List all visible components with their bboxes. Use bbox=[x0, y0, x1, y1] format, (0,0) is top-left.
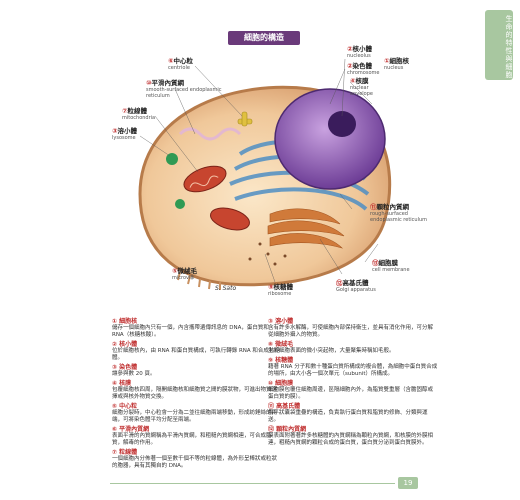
definition-heading: ④ 核膜 bbox=[112, 380, 132, 387]
definition-text: 藉著 RNA 分子和數十種蛋白質所構成的複合體，為細胞中蛋白質合成的場所，由大小… bbox=[268, 364, 438, 377]
definition-heading: ③ 溶小體 bbox=[268, 318, 294, 325]
label-centriole: ⑥中心粒 centriole bbox=[168, 57, 194, 71]
definition-heading: ⑦ 粒線體 bbox=[112, 449, 138, 456]
label-nuclear-envelope: ④核膜 nuclear envelope bbox=[350, 77, 373, 97]
centriole-shape bbox=[237, 111, 253, 127]
label-smooth-er: ⑩平滑內質網 smooth-surfaced endoplasmic retic… bbox=[146, 79, 222, 99]
definition-text: 生於細胞表面的微小突起物，大量聚集時稱如毛般。 bbox=[268, 348, 395, 354]
page-number: 19 bbox=[398, 477, 418, 489]
label-lysosome: ③溶小體 lysosome bbox=[112, 127, 138, 141]
definition-text: 一個細胞內分佈著一個至數千個不等的粒線體，為外形呈棒狀或粒狀的胞器，具有其獨自的… bbox=[112, 456, 278, 469]
definition-item: ⑩ 細胞膜細胞膜包覆住細胞周邊，區隔細胞內外，為脂質雙重層（含膽固醇或蛋白質的膜… bbox=[268, 380, 438, 401]
definitions-right: ③ 溶小體含有許多水解酶，可使細胞內部保持衛生，並具有消化作用，可分解從細胞外攝… bbox=[268, 318, 438, 449]
definition-heading: ② 核小體 bbox=[112, 341, 138, 348]
label-nucleus: ①細胞核 nucleus bbox=[384, 57, 410, 71]
definition-heading: ⑤ 中心粒 bbox=[112, 403, 138, 410]
definition-heading: ⑩ 細胞膜 bbox=[268, 380, 294, 387]
label-nucleolus: ②核小體 nucleolus bbox=[347, 45, 373, 59]
lysosome-shape bbox=[166, 153, 178, 165]
definition-item: ② 核小體位於細胞核內，由 RNA 和蛋白質構成，可執行轉錄 RNA 和合成核糖… bbox=[112, 341, 282, 362]
nucleus-shape bbox=[274, 88, 386, 190]
definition-item: ③ 溶小體含有許多水解酶，可使細胞內部保持衛生，並具有消化作用，可分解從細胞外攝… bbox=[268, 318, 438, 339]
definition-item: ⑥ 平滑內質網表面平滑的內質網稱為平滑內質網，和粗糙內質網相連，可合成脂質，解毒… bbox=[112, 426, 282, 447]
definition-text: 讓參與數 20 頁。 bbox=[112, 371, 156, 377]
label-rough-er: ⑪顆粒內質網 rough-surfaced endoplasmic reticu… bbox=[370, 203, 428, 223]
ribosomes-shape bbox=[248, 242, 287, 266]
smooth-er-shape bbox=[178, 127, 242, 141]
figure-title: 細胞的構造 bbox=[228, 31, 300, 45]
definition-text: 細胞膜包覆住細胞周邊，區隔細胞內外，為脂質雙重層（含膽固醇或蛋白質的膜）。 bbox=[268, 387, 434, 400]
definition-item: ③ 染色體讓參與數 20 頁。 bbox=[112, 364, 282, 378]
definition-text: 包覆細胞核四周，隔開細胞核和細胞質之間的膜狀物，可進出物質選擇或與核外物質交換。 bbox=[112, 387, 278, 400]
definition-item: ⑫ 顆粒內質網膜表面附著著許多核糖體的內質網稱為顆粒內質網，和核膜的外膜相連，粗… bbox=[268, 426, 438, 447]
cell-diagram bbox=[138, 58, 392, 290]
label-golgi: ⑫高基氏體 Golgi apparatus bbox=[336, 279, 376, 293]
definition-item: ⑪ 高基氏體扁平狀囊袋重疊的構造，負責執行蛋白質和脂質的修飾、分類與運送。 bbox=[268, 403, 438, 424]
definition-text: 表面平滑的內質網稱為平滑內質網，和粗糙內質網相連，可合成脂質，解毒的作用。 bbox=[112, 433, 272, 446]
definition-heading: ⑪ 高基氏體 bbox=[268, 403, 301, 410]
definition-item: ⑤ 中心粒細胞分裂時，中心粒會一分為二並往細胞兩端移動，形成紡錘絲的兩端，可將染… bbox=[112, 403, 282, 424]
label-mitochondria: ⑦粒線體 mitochondria bbox=[122, 107, 156, 121]
definition-heading: ⑨ 核糖體 bbox=[268, 357, 294, 364]
definition-item: ⑨ 核糖體藉著 RNA 分子和數十種蛋白質所構成的複合體，為細胞中蛋白質合成的場… bbox=[268, 357, 438, 378]
definition-item: ① 細胞核儲存一個細胞內只有一個，內含攜帶遺傳訊息的 DNA，蛋白質和 RNA（… bbox=[112, 318, 282, 339]
chapter-side-tab[interactable]: 生命的特性與細胞 bbox=[485, 10, 513, 80]
definition-item: ⑦ 粒線體一個細胞內分佈著一個至數千個不等的粒線體，為外形呈棒狀或粒狀的胞器，具… bbox=[112, 449, 282, 470]
definitions-left: ① 細胞核儲存一個細胞內只有一個，內含攜帶遺傳訊息的 DNA，蛋白質和 RNA（… bbox=[112, 318, 282, 472]
mitochondria-shape bbox=[183, 165, 250, 231]
definition-heading: ⑥ 平滑內質網 bbox=[112, 426, 150, 433]
definition-item: ④ 核膜包覆細胞核四周，隔開細胞核和細胞質之間的膜狀物，可進出物質選擇或與核外物… bbox=[112, 380, 282, 401]
label-ribosome: ⑨核糖體 ribosome bbox=[268, 283, 294, 297]
definition-text: 儲存一個細胞內只有一個，內含攜帶遺傳訊息的 DNA，蛋白質和 RNA（核糖核酸）… bbox=[112, 325, 269, 338]
definition-heading: ③ 染色體 bbox=[112, 364, 138, 371]
definition-heading: ① 細胞核 bbox=[112, 318, 138, 325]
label-microvilli: ⑤微絨毛 microvilli bbox=[172, 267, 198, 281]
microvilli-shape bbox=[177, 271, 221, 290]
definition-text: 細胞分裂時，中心粒會一分為二並往細胞兩端移動，形成紡錘絲的兩端，可將染色體平均分… bbox=[112, 410, 278, 423]
definition-text: 膜表面附著著許多核糖體的內質網稱為顆粒內質網，和核膜的外膜相連，粗糙內質網的顆粒… bbox=[268, 433, 434, 446]
label-chromosome: ②染色體 chromosome bbox=[347, 62, 380, 76]
nucleolus-shape bbox=[328, 111, 356, 137]
definition-text: 扁平狀囊袋重疊的構造，負責執行蛋白質和脂質的修飾、分類與運送。 bbox=[268, 410, 428, 423]
definition-heading: ⑧ 微絨毛 bbox=[268, 341, 294, 348]
definition-heading: ⑫ 顆粒內質網 bbox=[268, 426, 307, 433]
definition-text: 位於細胞核內，由 RNA 和蛋白質構成，可執行轉錄 RNA 和合成核糖體。 bbox=[112, 348, 280, 361]
definition-text: 含有許多水解酶，可使細胞內部保持衛生，並具有消化作用，可分解從細胞外攝入的物質。 bbox=[268, 325, 434, 338]
golgi-shape bbox=[267, 208, 345, 249]
footer-rule bbox=[110, 483, 395, 484]
label-cell-membrane: ⑬細胞膜 cell membrane bbox=[372, 259, 410, 273]
definition-item: ⑧ 微絨毛生於細胞表面的微小突起物，大量聚集時稱如毛般。 bbox=[268, 341, 438, 355]
illustrator-signature: S. Sato bbox=[215, 285, 237, 292]
